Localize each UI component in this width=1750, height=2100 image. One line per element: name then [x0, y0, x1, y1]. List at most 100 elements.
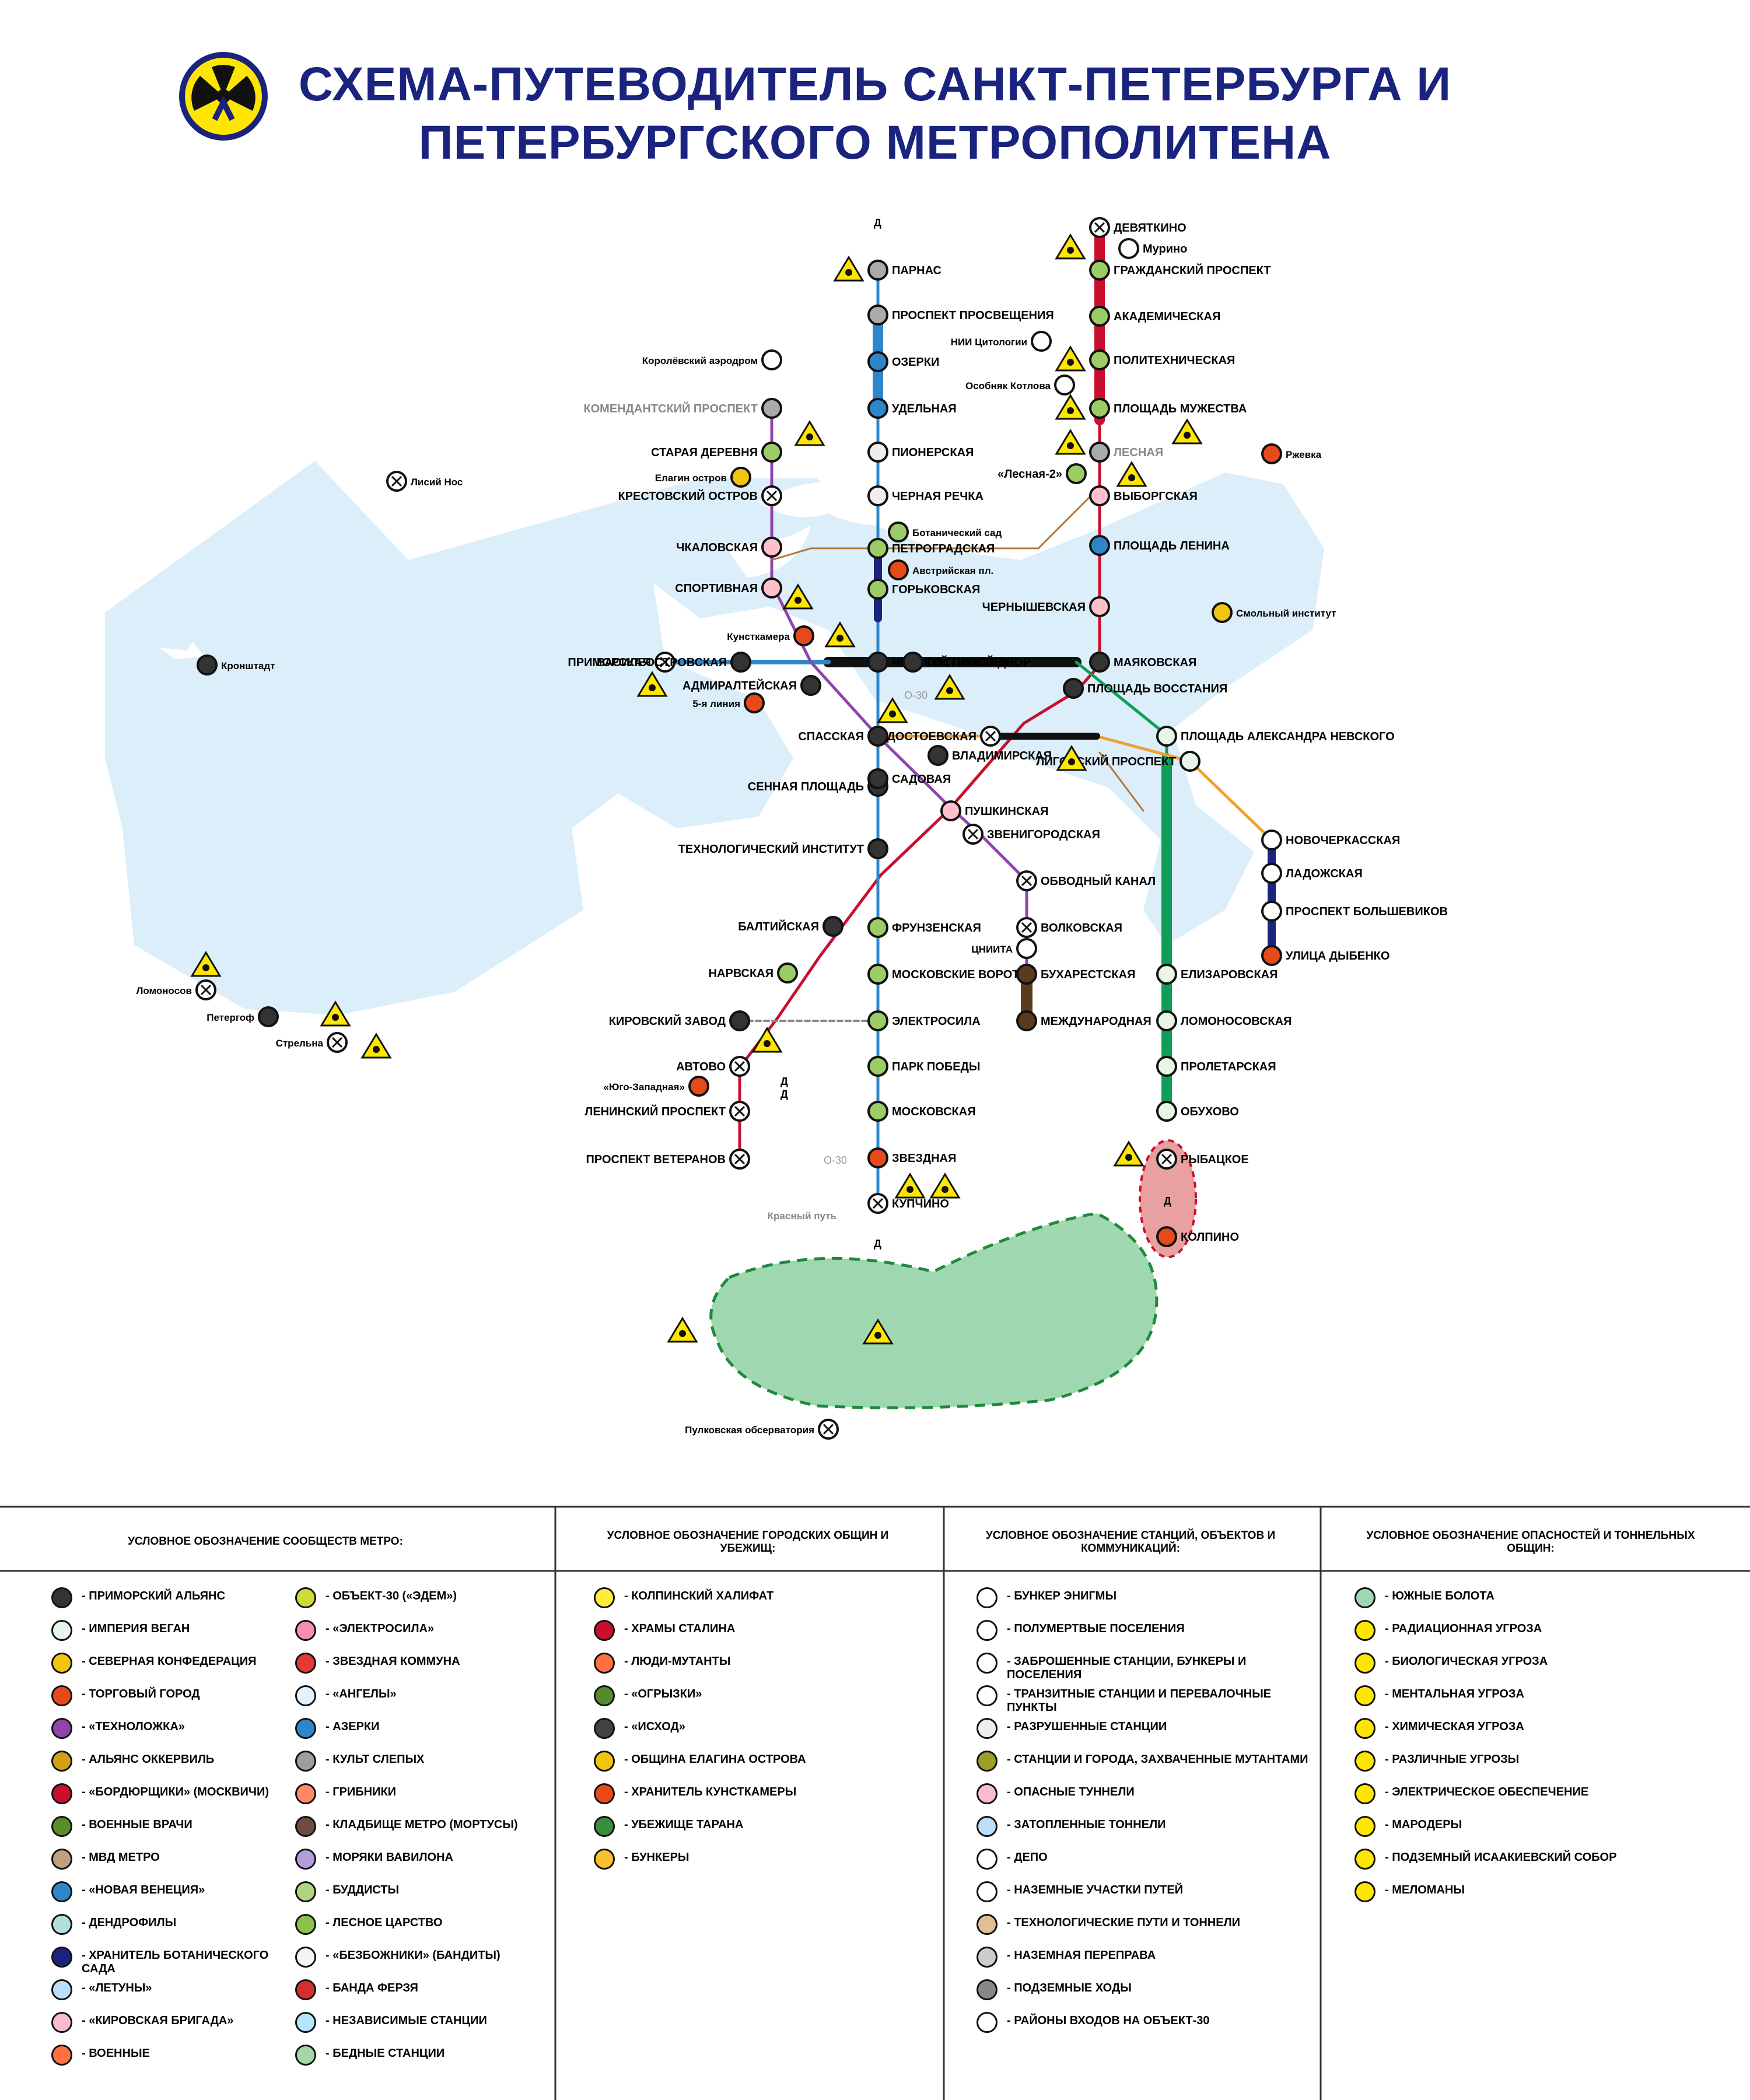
station-pionerskaya[interactable]: ПИОНЕРСКАЯ — [867, 442, 974, 463]
station-lesnaya[interactable]: ЛЕСНАЯ — [1089, 442, 1163, 463]
station-gorkovskaya[interactable]: ГОРЬКОВСКАЯ — [867, 579, 980, 600]
place-avstr[interactable]: Австрийская пл. — [888, 559, 993, 580]
station-chkalovskaya[interactable]: ЧКАЛОВСКАЯ — [676, 537, 782, 558]
station-mosvorota[interactable]: МОСКОВСКИЕ ВОРОТА — [867, 964, 1027, 985]
station-moskovskaya[interactable]: МОСКОВСКАЯ — [867, 1101, 976, 1122]
place-kunst[interactable]: Кунсткамера — [727, 625, 814, 646]
station-narvskaya[interactable]: НАРВСКАЯ — [709, 963, 798, 984]
station-devyatkino[interactable]: ДЕВЯТКИНО — [1089, 217, 1186, 238]
station-gostiny[interactable]: ГОСТИНЫЙ ДВОР — [902, 652, 1031, 673]
station-marker-icon — [1063, 678, 1084, 699]
station-alexandra[interactable]: ПЛОЩАДЬ АЛЕКСАНДРА НЕВСКОГО — [1156, 726, 1395, 747]
station-vasileostrovskaya[interactable]: ВАСИЛЕОСТРОВСКАЯ — [597, 652, 751, 673]
place-lomonosov[interactable]: Ломоносов — [136, 979, 216, 1000]
station-marker-icon — [761, 537, 782, 558]
station-dybenko[interactable]: УЛИЦА ДЫБЕНКО — [1261, 945, 1390, 966]
station-politekh[interactable]: ПОЛИТЕХНИЧЕСКАЯ — [1089, 349, 1235, 370]
station-sportivnaya[interactable]: СПОРТИВНАЯ — [675, 578, 782, 598]
place-korolev[interactable]: Королёвский аэродром — [642, 349, 782, 370]
station-marker-icon — [1089, 535, 1110, 556]
station-lesnaya2[interactable]: «Лесная-2» — [998, 463, 1087, 484]
station-staraya[interactable]: СТАРАЯ ДЕРЕВНЯ — [651, 442, 782, 463]
station-komendantsky[interactable]: КОМЕНДАНТСКИЙ ПРОСПЕКТ — [583, 398, 782, 419]
place-rzhevka[interactable]: Ржевка — [1261, 443, 1322, 464]
legend-item: - АЗЕРКИ — [295, 1718, 536, 1753]
station-leninsky[interactable]: ЛЕНИНСКИЙ ПРОСПЕКТ — [584, 1101, 750, 1122]
depot-markers: Д Д Д Д Д О-30 О-30 — [780, 217, 1171, 1250]
station-lomonosovskaya[interactable]: ЛОМОНОСОВСКАЯ — [1156, 1010, 1292, 1031]
station-novocherkasskaya[interactable]: НОВОЧЕРКАССКАЯ — [1261, 830, 1400, 850]
cross-icon — [1094, 222, 1105, 233]
station-kirovsky[interactable]: КИРОВСКИЙ ЗАВОД — [609, 1010, 750, 1031]
station-chernyshevskaya[interactable]: ЧЕРНЫШЕВСКАЯ — [982, 596, 1110, 617]
station-marker-icon — [197, 654, 218, 676]
station-bukharestskaya[interactable]: БУХАРЕСТСКАЯ — [1016, 964, 1135, 985]
place-botsad[interactable]: Ботанический сад — [888, 522, 1002, 542]
station-bolshevikov[interactable]: ПРОСПЕКТ БОЛЬШЕВИКОВ — [1261, 901, 1448, 922]
place-strelna[interactable]: Стрельна — [276, 1032, 348, 1053]
place-lisiy[interactable]: Лисий Нос — [386, 471, 463, 492]
station-grazhdansky[interactable]: ГРАЖДАНСКИЙ ПРОСПЕКТ — [1089, 260, 1271, 281]
station-admiralteyskaya[interactable]: АДМИРАЛТЕЙСКАЯ — [682, 675, 821, 696]
place-kotlov[interactable]: Особняк Котлова — [965, 374, 1075, 396]
station-obvodny[interactable]: ОБВОДНЫЙ КАНАЛ — [1016, 870, 1156, 891]
station-vyborgskaya[interactable]: ВЫБОРГСКАЯ — [1089, 485, 1198, 506]
place-pulkovo[interactable]: Пулковская обсерватория — [685, 1419, 839, 1440]
station-muzhestva[interactable]: ПЛОЩАДЬ МУЖЕСТВА — [1089, 398, 1247, 419]
station-parnas[interactable]: ПАРНАС — [867, 260, 942, 281]
station-vladimirskaya[interactable]: ВЛАДИМИРСКАЯ — [928, 745, 1052, 766]
station-marker-icon — [867, 1147, 888, 1168]
station-mayakovskaya[interactable]: МАЯКОВСКАЯ — [1089, 652, 1196, 673]
station-proletarskaya[interactable]: ПРОЛЕТАРСКАЯ — [1156, 1056, 1276, 1077]
station-udelnaya[interactable]: УДЕЛЬНАЯ — [867, 398, 957, 419]
place-elagin[interactable]: Елагин остров — [655, 467, 751, 488]
place-yugozap[interactable]: «Юго-Западная» — [603, 1076, 709, 1097]
station-label: КИРОВСКИЙ ЗАВОД — [609, 1014, 726, 1028]
station-murino[interactable]: Мурино — [1118, 238, 1187, 259]
station-elektrosila[interactable]: ЭЛЕКТРОСИЛА — [867, 1010, 981, 1031]
station-petrogradskaya[interactable]: ПЕТРОГРАДСКАЯ — [867, 538, 995, 559]
legend-item: - ДЕПО — [977, 1849, 1310, 1884]
station-obukhovo[interactable]: ОБУХОВО — [1156, 1101, 1239, 1122]
station-pushkinskaya[interactable]: ПУШКИНСКАЯ — [940, 800, 1048, 821]
place-tsniita[interactable]: ЦНИИТА — [971, 938, 1037, 959]
place-smolny[interactable]: Смольный институт — [1212, 602, 1336, 623]
station-zvezdnaya[interactable]: ЗВЕЗДНАЯ — [867, 1147, 956, 1168]
station-primorskaya[interactable]: ПРИМОРСКАЯ — [568, 652, 676, 673]
place-kronshtadt[interactable]: Кронштадт — [197, 654, 275, 676]
legend-symbol-icon — [51, 1979, 72, 2000]
station-frunzenskaya[interactable]: ФРУНЗЕНСКАЯ — [867, 917, 981, 938]
station-kolpino[interactable]: КОЛПИНО — [1156, 1226, 1239, 1247]
station-label: ЧКАЛОВСКАЯ — [676, 541, 758, 554]
station-rybatskoe[interactable]: РЫБАЦКОЕ — [1156, 1149, 1249, 1170]
station-avtovo[interactable]: АВТОВО — [676, 1056, 750, 1077]
station-spasskaya[interactable]: СПАССКАЯ — [798, 726, 888, 747]
place-nii[interactable]: НИИ Цитологии — [951, 331, 1052, 352]
station-volkovskaya[interactable]: ВОЛКОВСКАЯ — [1016, 917, 1122, 938]
station-zvenigorodskaya[interactable]: ЗВЕНИГОРОДСКАЯ — [963, 824, 1100, 845]
station-veteranov[interactable]: ПРОСПЕКТ ВЕТЕРАНОВ — [586, 1149, 750, 1170]
station-krestovsky[interactable]: КРЕСТОВСКИЙ ОСТРОВ — [618, 485, 782, 506]
place-krasny[interactable]: Красный путь — [768, 1210, 836, 1222]
station-lenina[interactable]: ПЛОЩАДЬ ЛЕНИНА — [1089, 535, 1230, 556]
station-label: СПОРТИВНАЯ — [675, 582, 758, 595]
station-akademicheskaya[interactable]: АКАДЕМИЧЕСКАЯ — [1089, 306, 1220, 327]
station-dostoevskaya[interactable]: ДОСТОЕВСКАЯ — [887, 726, 1001, 747]
station-label: ЛАДОЖСКАЯ — [1286, 867, 1363, 880]
station-sadovaya[interactable]: САДОВАЯ — [867, 768, 951, 789]
station-ladozhskaya[interactable]: ЛАДОЖСКАЯ — [1261, 863, 1363, 884]
place-petergof[interactable]: Петергоф — [206, 1006, 279, 1027]
station-prosveshcheniya[interactable]: ПРОСПЕКТ ПРОСВЕЩЕНИЯ — [867, 304, 1054, 326]
station-tekhnolog[interactable]: ТЕХНОЛОГИЧЕСКИЙ ИНСТИТУТ — [678, 838, 888, 859]
station-kupchino[interactable]: КУПЧИНО — [867, 1193, 949, 1214]
place-linia5[interactable]: 5-я линия — [692, 692, 765, 713]
station-mezhdunarodnaya[interactable]: МЕЖДУНАРОДНАЯ — [1016, 1010, 1152, 1031]
station-ozerki[interactable]: ОЗЕРКИ — [867, 351, 939, 372]
station-elizarovskaya[interactable]: ЕЛИЗАРОВСКАЯ — [1156, 964, 1278, 985]
legend-header: УСЛОВНОЕ ОБОЗНАЧЕНИЕ ОПАСНОСТЕЙ И ТОННЕЛ… — [1366, 1530, 1695, 1555]
station-vosstaniya[interactable]: ПЛОЩАДЬ ВОССТАНИЯ — [1063, 678, 1227, 699]
station-baltiyskaya[interactable]: БАЛТИЙСКАЯ — [738, 916, 844, 937]
station-marker-icon — [777, 963, 798, 984]
station-park_pobedy[interactable]: ПАРК ПОБЕДЫ — [867, 1056, 980, 1077]
station-chernaya[interactable]: ЧЕРНАЯ РЕЧКА — [867, 485, 984, 506]
